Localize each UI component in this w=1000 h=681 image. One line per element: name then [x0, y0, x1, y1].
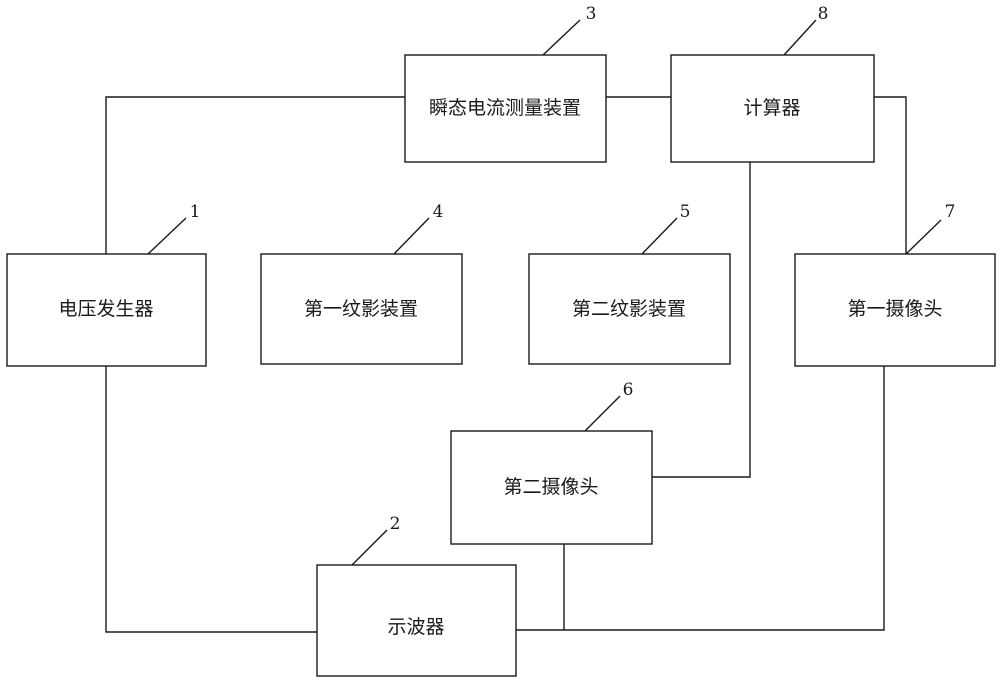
label-first-schlieren: 第一纹影装置	[304, 298, 418, 320]
leader-3	[542, 19, 581, 56]
reference-leaders	[147, 19, 942, 566]
reference-numbers: 1 4 5 7 3 8 6 2	[190, 4, 956, 534]
leader-4	[393, 217, 430, 255]
label-voltage-generator: 电压发生器	[58, 298, 153, 320]
ref-number-7: 7	[945, 202, 956, 222]
box-second-camera: 第二摄像头	[450, 430, 653, 545]
ref-number-6: 6	[623, 380, 634, 400]
label-oscilloscope: 示波器	[387, 616, 444, 638]
wire-computer-to-first-camera	[874, 96, 907, 254]
leader-1	[147, 217, 187, 255]
connection-lines	[105, 96, 907, 633]
leader-8	[783, 19, 817, 56]
label-second-schlieren: 第二纹影装置	[572, 298, 686, 320]
label-transient-current-meter: 瞬态电流测量装置	[429, 97, 581, 119]
wire-first-camera-to-oscilloscope	[516, 366, 885, 631]
ref-number-8: 8	[818, 4, 829, 24]
wire-generator-to-oscilloscope	[105, 366, 317, 633]
leader-6	[584, 395, 621, 432]
label-computer: 计算器	[743, 97, 800, 119]
box-second-schlieren: 第二纹影装置	[528, 253, 731, 365]
box-voltage-generator: 电压发生器	[6, 253, 207, 367]
ref-number-2: 2	[390, 514, 401, 534]
wire-computer-to-second-camera	[652, 162, 751, 478]
leader-5	[641, 217, 678, 255]
leader-2	[351, 529, 388, 566]
leader-7	[905, 219, 942, 255]
ref-number-4: 4	[433, 202, 444, 222]
ref-number-5: 5	[680, 202, 691, 222]
box-first-schlieren: 第一纹影装置	[260, 253, 463, 365]
ref-number-3: 3	[586, 4, 597, 24]
wire-generator-to-current-meter	[105, 96, 405, 254]
box-transient-current-meter: 瞬态电流测量装置	[404, 54, 607, 163]
label-second-camera: 第二摄像头	[503, 476, 598, 498]
box-first-camera: 第一摄像头	[794, 253, 996, 367]
label-first-camera: 第一摄像头	[847, 298, 942, 320]
box-oscilloscope: 示波器	[316, 564, 517, 677]
box-computer: 计算器	[670, 54, 875, 163]
ref-number-1: 1	[190, 202, 201, 222]
